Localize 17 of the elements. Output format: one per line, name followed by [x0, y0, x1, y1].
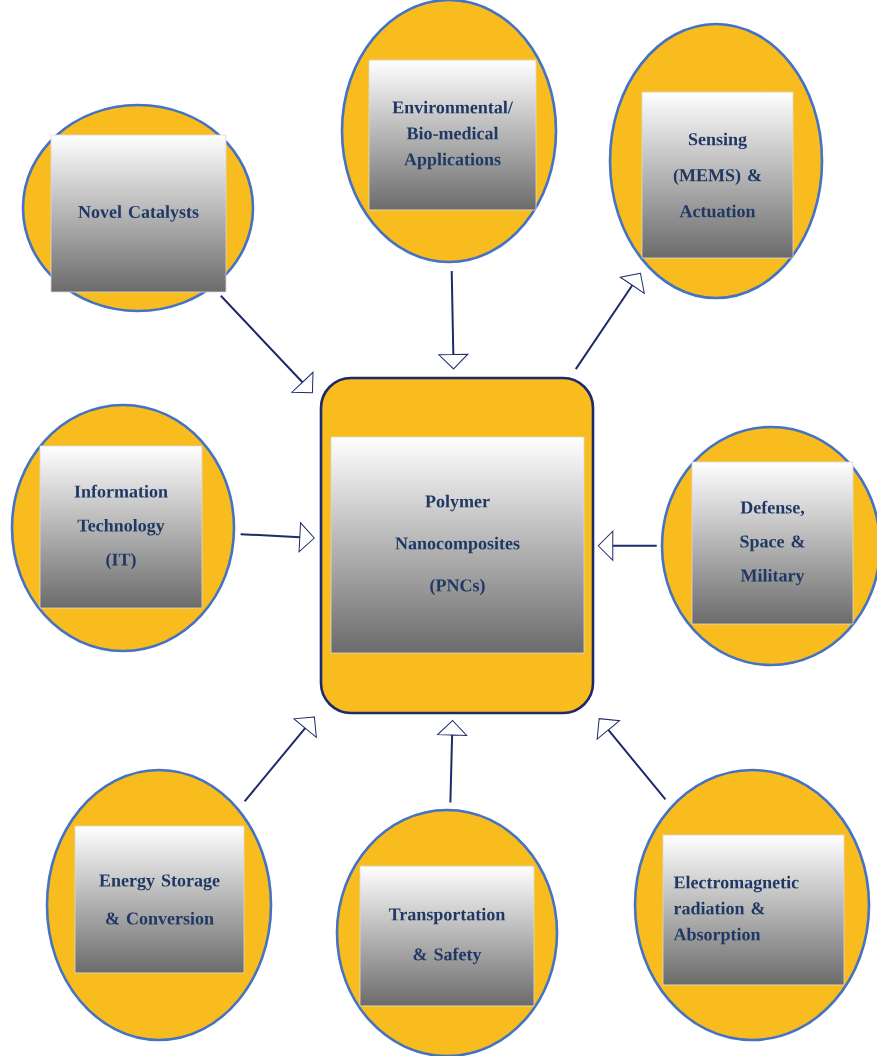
block-arrow — [437, 720, 468, 803]
gradient-box: Defense, Space & Military — [691, 461, 854, 625]
block-arrow — [575, 272, 645, 370]
gradient-box: Polymer Nanocomposites (PNCs) — [330, 436, 585, 654]
block-arrow — [220, 295, 314, 394]
block-arrow — [244, 716, 317, 802]
gradient-box: Novel Catalysts — [50, 134, 227, 293]
block-arrow — [240, 522, 315, 553]
block-arrow — [438, 271, 469, 370]
gradient-box: Energy Storage & Conversion — [74, 825, 245, 974]
gradient-box: Transportation & Safety — [359, 865, 535, 1007]
gradient-box: Sensing (MEMS) & Actuation — [641, 91, 794, 259]
gradient-box: Environmental/ Bio-medical Applications — [368, 59, 537, 211]
gradient-box: Information Technology (IT) — [39, 445, 203, 609]
block-arrow — [596, 718, 666, 800]
block-arrow — [597, 530, 657, 561]
gradient-box: Electromagnetic radiation & Absorption — [662, 834, 845, 986]
